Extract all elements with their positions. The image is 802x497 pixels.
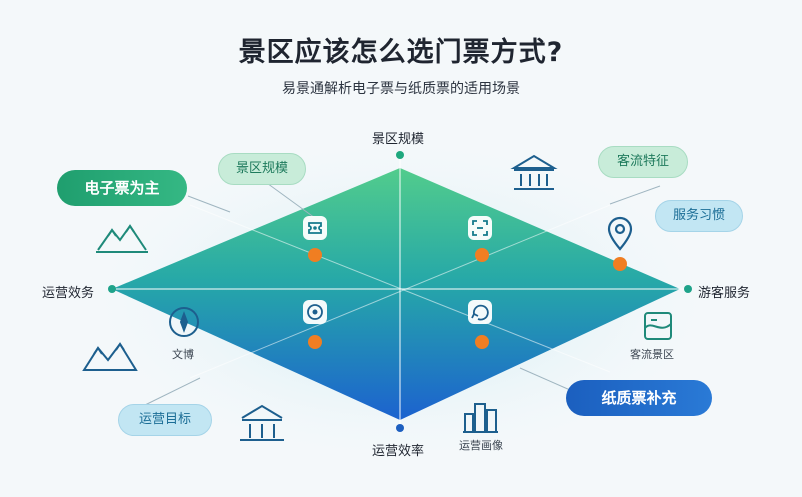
label-ops-profile: 运营画像 [459, 439, 503, 452]
marker-dot-upper-left [308, 248, 322, 262]
axis-dot-bottom [396, 424, 404, 432]
connector-right-bottom [519, 367, 571, 391]
page-subtitle: 易景通解析电子票与纸质票的适用场景 [282, 81, 520, 97]
axis-label-right: 游客服务 [698, 286, 751, 301]
axis-label-top: 景区规模 [372, 132, 425, 147]
axis-dot-right [684, 285, 692, 293]
connector-right-top [609, 185, 661, 205]
marker-dot-lower-left [308, 335, 322, 349]
page-title: 景区应该怎么选门票方式? [238, 37, 564, 68]
quadrant-diamond [112, 168, 680, 420]
axis-dot-top [396, 151, 404, 159]
axis-label-bottom: 运营效率 [372, 444, 425, 459]
marker-dot-lower-right [475, 335, 489, 349]
tag-ops-goal: 运营目标 [118, 404, 212, 436]
tag-paper-supplement: 纸质票补充 [566, 380, 712, 416]
axis-label-left: 运营效务 [42, 286, 95, 301]
temple-icon [240, 404, 284, 441]
label-culture: 文博 [172, 348, 194, 361]
marker-dot-right [613, 257, 627, 271]
city-icon [463, 403, 498, 433]
museum-icon [510, 154, 558, 190]
scan-code-icon [468, 216, 492, 240]
mountain-icon-2 [82, 342, 138, 371]
label-tourist-area: 客流景区 [630, 348, 674, 361]
tag-tourist-traits: 客流特征 [598, 146, 688, 178]
compass-icon [169, 307, 199, 337]
diagonal-line-2 [189, 204, 611, 379]
map-icon [644, 312, 672, 340]
ticket-icon [303, 216, 327, 240]
diagonal-line-1 [189, 204, 611, 373]
tag-service-habit: 服务习惯 [655, 200, 743, 232]
marker-dot-upper-right [475, 248, 489, 262]
connector-left-top [187, 195, 231, 213]
tag-electronic-main: 电子票为主 [57, 170, 187, 206]
connector-left-bottom [144, 377, 201, 406]
location-pin-icon [607, 216, 633, 251]
mountain-icon [96, 224, 148, 253]
target-icon [303, 300, 327, 324]
axis-dot-left [108, 285, 116, 293]
tag-scenic-scale: 景区规模 [218, 153, 306, 185]
refresh-leaf-icon [468, 300, 492, 324]
